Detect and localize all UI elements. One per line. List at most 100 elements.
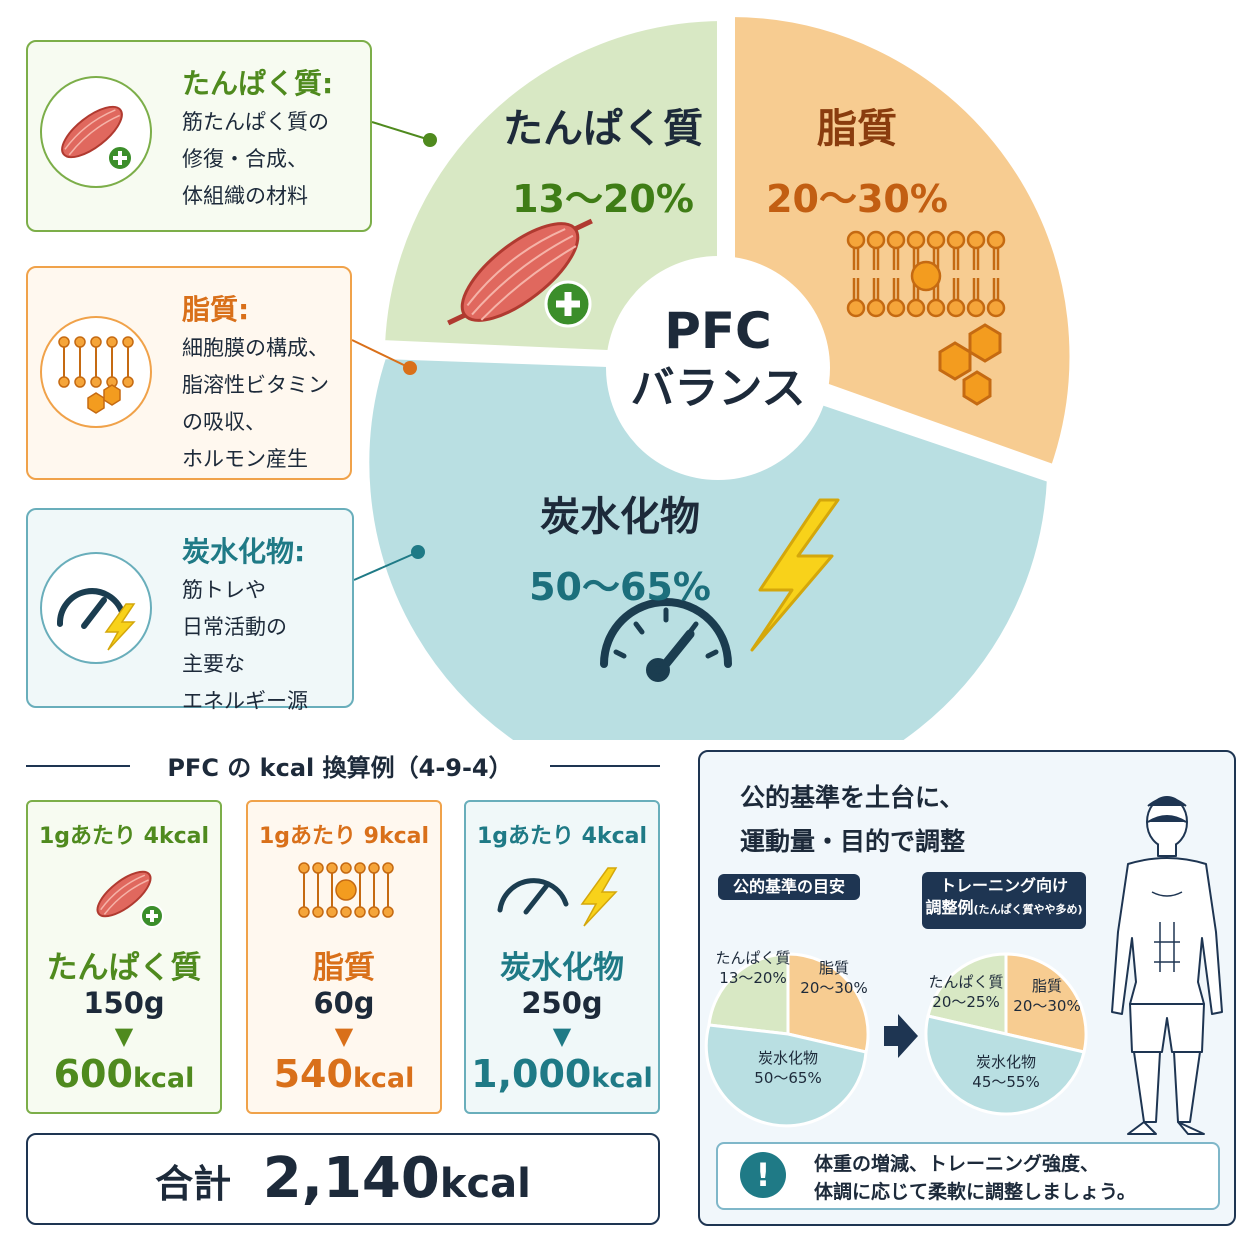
card-fat-icon-circle: [40, 316, 152, 428]
note-line: 体重の増減、トレーニング強度、: [814, 1153, 1100, 1175]
pie-center-label: PFC バランス: [606, 302, 830, 418]
conversion-card-protein: 1gあたり 4kcal たんぱく質 150g ▼ 600kcal: [26, 800, 222, 1114]
conversion-name: 脂質: [313, 950, 375, 986]
pie-fat-name: 脂質: [817, 106, 897, 152]
total-unit: kcal: [439, 1161, 531, 1207]
muscle-icon: [61, 105, 133, 171]
gauge-lightning-icon: [497, 867, 618, 927]
pie-center-line2: バランス: [630, 363, 806, 414]
pie-label-fat: 脂質 20～30%: [752, 96, 962, 223]
standard-pie: [704, 952, 870, 1128]
training-label-line: 調整例: [925, 898, 974, 917]
pie-name: たんぱく質: [715, 949, 791, 967]
card-protein: たんぱく質: 筋たんぱく質の 修復・合成、 体組織の材料: [26, 40, 372, 232]
note-line: 体調に応じて柔軟に調整しましょう。: [814, 1181, 1136, 1203]
standard-protein-label: たんぱく質 13～20%: [714, 948, 792, 988]
card-protein-line: 筋たんぱく質の: [182, 110, 329, 134]
conversion-card-carb: 1gあたり 4kcal 炭水化物 250g ▼ 1,000kcal: [464, 800, 660, 1114]
card-fat: 脂質: 細胞膜の構成、 脂溶性ビタミン の吸収、 ホルモン産生: [26, 266, 352, 480]
per-gram-label: 1gあたり 4kcal: [476, 824, 648, 849]
pie-carb-range: 50～65%: [529, 565, 711, 609]
card-protein-line: 修復・合成、: [182, 147, 308, 171]
per-gram-label: 1gあたり 4kcal: [38, 824, 210, 849]
pie-center-line1: PFC: [664, 302, 772, 360]
adjustment-heading: 公的基準を土台に、 運動量・目的で調整: [740, 776, 965, 864]
pfc-pie-chart: [351, 11, 1075, 740]
kcal-value: 1,000: [471, 1052, 592, 1096]
total-label: 合計: [155, 1162, 232, 1206]
card-fat-title: 脂質:: [182, 293, 250, 326]
kcal-unit: kcal: [132, 1063, 195, 1094]
card-carb: 炭水化物: 筋トレや 日常活動の 主要な エネルギー源: [26, 508, 354, 713]
pie-range: 50～65%: [754, 1069, 822, 1087]
card-fat-line: の吸収、: [182, 410, 266, 434]
card-fat-line: 脂溶性ビタミン: [182, 373, 329, 397]
total-kcal-box: 合計 2,140kcal: [26, 1133, 660, 1225]
standard-fat-label: 脂質 20～30%: [796, 958, 872, 998]
pie-range: 20～30%: [1013, 997, 1081, 1015]
card-carb-line: 日常活動の: [182, 615, 287, 639]
gauge-lightning-icon: [56, 588, 136, 651]
pie-name: 炭水化物: [757, 1049, 818, 1067]
pie-name: たんぱく質: [928, 973, 1004, 991]
training-label-note: (たんぱく質やや多め): [973, 903, 1083, 916]
down-arrow-icon: ▼: [552, 1022, 572, 1050]
card-fat-line: ホルモン産生: [182, 447, 308, 471]
connector-lines: [351, 121, 437, 581]
down-arrow-icon: ▼: [334, 1022, 354, 1050]
card-carb-text: 筋トレや 日常活動の 主要な エネルギー源: [182, 572, 308, 720]
exclamation-icon: !: [740, 1152, 786, 1198]
kcal-value: 540: [273, 1052, 353, 1096]
card-protein-text: 筋たんぱく質の 修復・合成、 体組織の材料: [182, 104, 329, 215]
muscle-icon: [447, 218, 593, 326]
hexagon-molecule-icon: [938, 323, 1002, 406]
pie-segment-protein: [375, 11, 727, 365]
conversion-card-fat: 1gあたり 9kcal 脂質 60g ▼ 540kcal: [246, 800, 442, 1114]
card-fat-text: 細胞膜の構成、 脂溶性ビタミン の吸収、 ホルモン産生: [182, 330, 329, 478]
card-carb-line: エネルギー源: [182, 689, 308, 713]
pie-protein-name: たんぱく質: [503, 106, 703, 152]
plus-icon: [544, 280, 592, 328]
card-carb-title: 炭水化物:: [182, 535, 306, 568]
pie-range: 45～55%: [972, 1073, 1040, 1091]
conversion-kcal: 1,000kcal: [466, 1052, 658, 1096]
lipid-membrane-icon: [58, 336, 134, 414]
pie-center-circle: [606, 256, 830, 480]
lipid-membrane-icon: [298, 862, 394, 918]
pie-range: 20～30%: [800, 979, 868, 997]
adjustment-heading-line: 運動量・目的で調整: [740, 827, 966, 856]
pie-label-protein: たんぱく質 13～20%: [488, 96, 718, 223]
comparison-pies: [704, 952, 1088, 1128]
standard-carb-label: 炭水化物 50～65%: [744, 1048, 832, 1088]
lightning-icon: [750, 498, 840, 652]
card-protein-icon-circle: [40, 76, 152, 188]
card-carb-line: 主要な: [182, 652, 245, 676]
lipid-membrane-icon: [846, 230, 1006, 318]
human-figure-icon: [1111, 796, 1223, 1135]
pie-name: 脂質: [818, 959, 849, 977]
training-pie-label: トレーニング向け 調整例(たんぱく質やや多め): [922, 872, 1086, 929]
card-fat-line: 細胞膜の構成、: [182, 336, 329, 360]
adjustment-panel: 公的基準を土台に、 運動量・目的で調整 公的基準の目安 トレーニング向け 調整例…: [698, 750, 1236, 1226]
adjustment-heading-line: 公的基準を土台に、: [740, 783, 965, 812]
conversion-name: 炭水化物: [500, 950, 624, 986]
pie-name: 脂質: [1031, 977, 1062, 995]
conversion-title: PFC の kcal 換算例（4-9-4）: [130, 748, 550, 783]
adjustment-note-text: 体重の増減、トレーニング強度、 体調に応じて柔軟に調整しましょう。: [814, 1150, 1136, 1206]
pie-range: 13～20%: [719, 969, 787, 987]
conversion-kcal: 540kcal: [248, 1052, 440, 1096]
training-label-line: トレーニング向け: [939, 876, 1068, 895]
training-protein-label: たんぱく質 20～25%: [926, 972, 1006, 1012]
kcal-unit: kcal: [352, 1063, 415, 1094]
conversion-name: たんぱく質: [46, 950, 202, 986]
card-protein-title: たんぱく質:: [182, 67, 334, 100]
adjustment-note: ! 体重の増減、トレーニング強度、 体調に応じて柔軟に調整しましょう。: [716, 1142, 1220, 1210]
conversion-grams: 60g: [313, 986, 375, 1020]
standard-pie-label: 公的基準の目安: [718, 874, 860, 900]
pie-protein-range: 13～20%: [512, 177, 694, 221]
muscle-icon: [96, 870, 164, 928]
card-protein-line: 体組織の材料: [182, 184, 308, 208]
pie-range: 20～25%: [932, 993, 1000, 1011]
training-fat-label: 脂質 20～30%: [1008, 976, 1086, 1016]
training-pie: [924, 952, 1088, 1116]
